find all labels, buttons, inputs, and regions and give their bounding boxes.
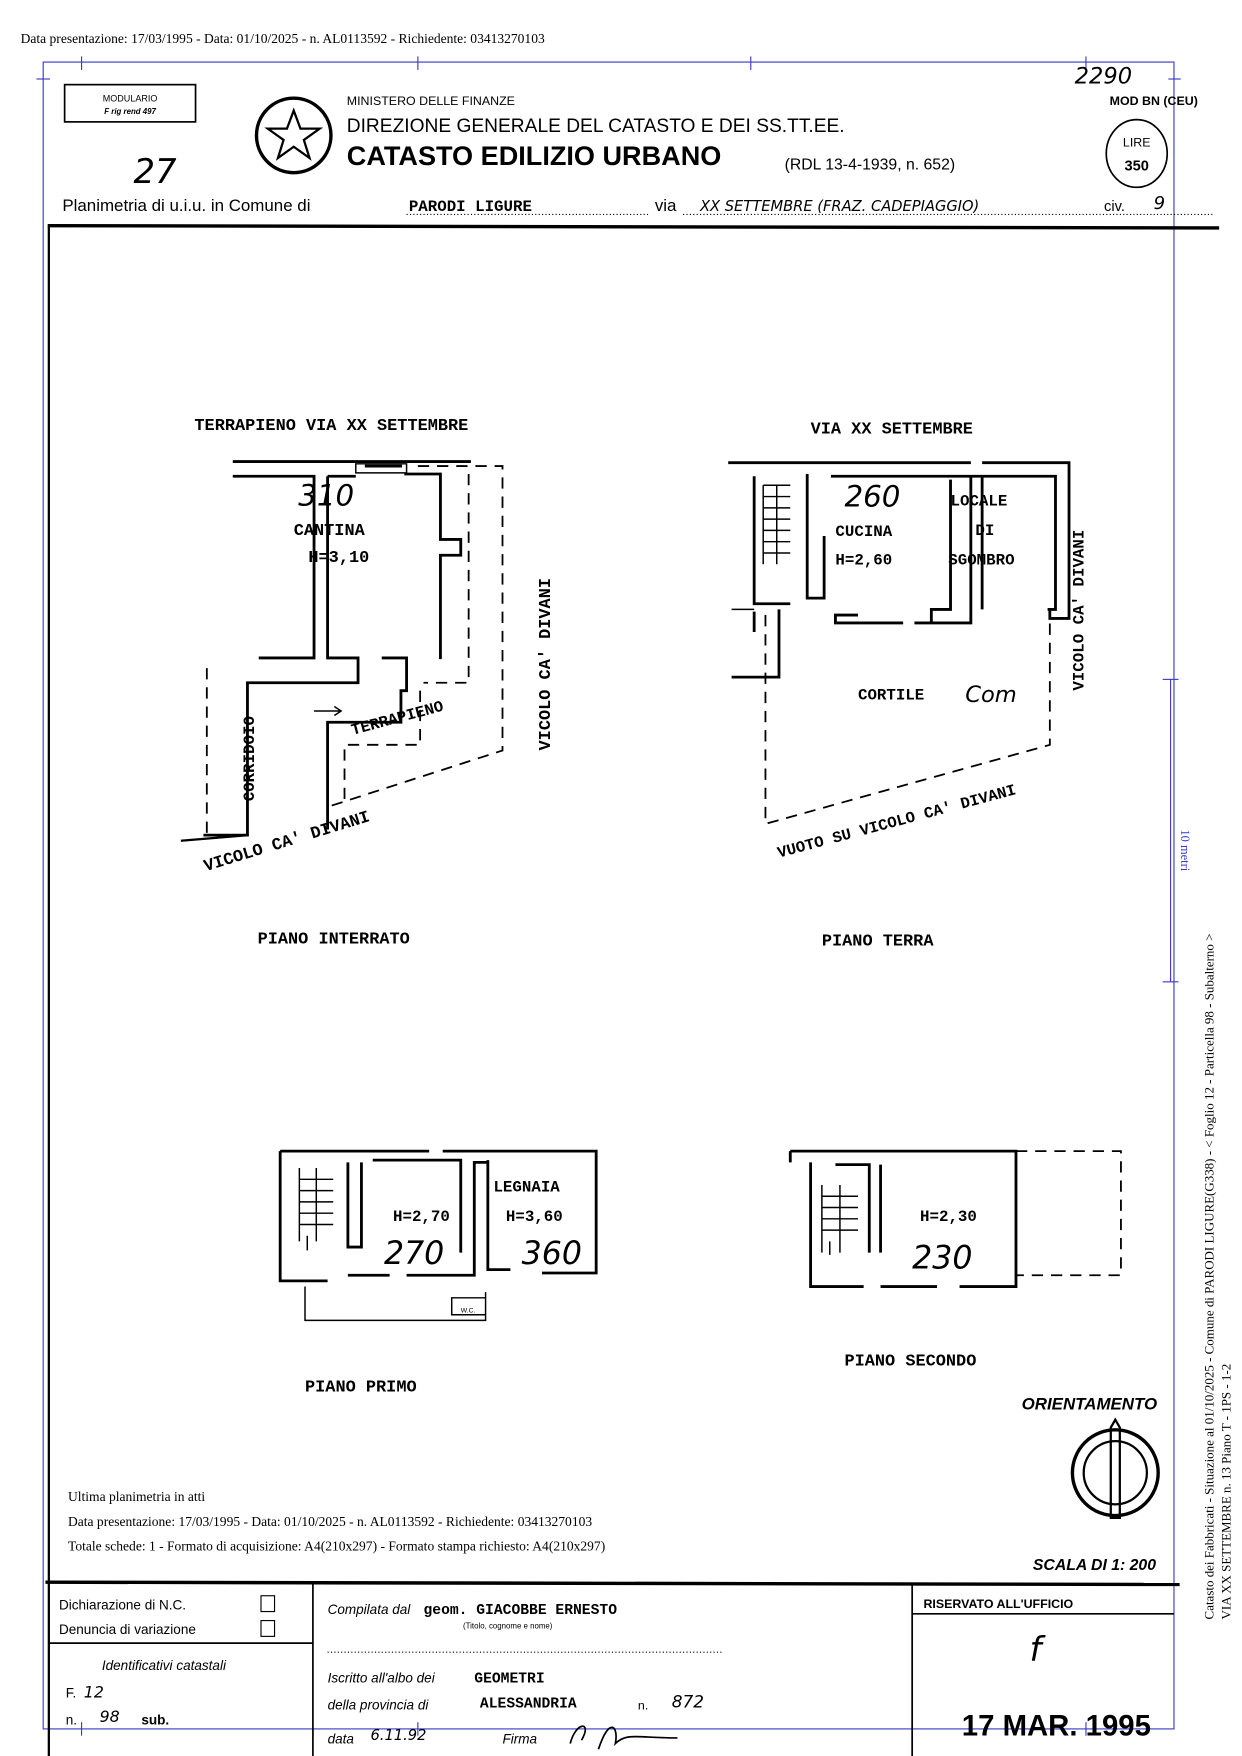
room-name: LEGNAIA bbox=[493, 1179, 560, 1197]
corridoio-label: CORRIDOIO bbox=[241, 716, 259, 801]
signature bbox=[569, 1725, 678, 1750]
foglio-label: F. bbox=[66, 1685, 77, 1700]
provincia-label: della provincia di bbox=[328, 1698, 430, 1713]
street-bottom-label: VICOLO CA' DIVANI bbox=[202, 808, 373, 877]
room-area-hand: 230 bbox=[912, 1240, 972, 1276]
plan-title: PIANO INTERRATO bbox=[258, 930, 410, 949]
street-right-label: VICOLO CA' DIVANI bbox=[537, 578, 556, 750]
handwritten-number: 27 bbox=[133, 152, 177, 191]
plan-piano-interrato: TERRAPIENO VIA XX SETTEMBRE 310 CANTINA … bbox=[180, 417, 556, 949]
data-value: 6.11.92 bbox=[370, 1727, 426, 1744]
direction: DIREZIONE GENERALE DEL CATASTO E DEI SS.… bbox=[347, 116, 845, 137]
plan-title: PIANO PRIMO bbox=[305, 1378, 417, 1397]
compiler-hint: (Titolo, cognome e nome) bbox=[463, 1621, 553, 1630]
north-compass-icon bbox=[1070, 1417, 1160, 1520]
iscritto-label: Iscritto all'albo dei bbox=[328, 1671, 436, 1686]
street-right-label: VICOLO CA' DIVANI bbox=[1071, 530, 1089, 691]
room-height: H=2,60 bbox=[835, 551, 892, 569]
terrapieno-label: TERRAPIENO bbox=[349, 698, 445, 740]
presentation-header: Data presentazione: 17/03/1995 - Data: 0… bbox=[21, 31, 545, 46]
identificativi-label: Identificativi catastali bbox=[102, 1658, 227, 1673]
plan-title: PIANO SECONDO bbox=[844, 1353, 976, 1372]
room-name: CANTINA bbox=[294, 522, 366, 541]
office-mark: f bbox=[1030, 1630, 1047, 1669]
wc-label: W.C. bbox=[461, 1307, 476, 1314]
room-name: CUCINA bbox=[835, 523, 892, 541]
footer-table bbox=[45, 1580, 1180, 1756]
via-value: XX SETTEMBRE (FRAZ. CADEPIAGGIO) bbox=[699, 198, 979, 215]
footer-presentation-line: Data presentazione: 17/03/1995 - Data: 0… bbox=[68, 1514, 592, 1529]
civ-value: 9 bbox=[1154, 193, 1165, 214]
handwritten-top: 2290 bbox=[1075, 64, 1132, 90]
room-height: H=2,70 bbox=[393, 1208, 450, 1226]
model-code: MOD BN (CEU) bbox=[1110, 94, 1198, 108]
law-reference: (RDL 13-4-1939, n. 652) bbox=[785, 156, 955, 173]
header-divider bbox=[47, 224, 1220, 230]
plan-title: PIANO TERRA bbox=[822, 933, 934, 952]
num-value: 98 bbox=[100, 1707, 120, 1726]
republic-emblem-icon bbox=[254, 96, 333, 175]
svg-text:via: via bbox=[655, 196, 677, 215]
plan-piano-terra: VIA XX SETTEMBRE 260 CUCINA H=2,60 LOCAL… bbox=[728, 420, 1089, 952]
last-plan-note: Ultima planimetria in atti bbox=[68, 1489, 205, 1504]
room-height: H=2,30 bbox=[920, 1208, 977, 1226]
scale-bar-label: 10 metri bbox=[1178, 829, 1192, 871]
modulario-label: MODULARIO bbox=[103, 94, 158, 104]
svg-text:350: 350 bbox=[1125, 158, 1149, 174]
side-cadastral-info: Catasto dei Fabbricati - Situazione al 0… bbox=[1201, 934, 1216, 1620]
modulario-code: F rig rend 497 bbox=[104, 107, 156, 116]
riservato-label: RISERVATO ALL'UFFICIO bbox=[923, 1597, 1073, 1611]
firma-label: Firma bbox=[503, 1732, 538, 1747]
data-label: data bbox=[328, 1732, 355, 1747]
street-label: TERRAPIENO VIA XX SETTEMBRE bbox=[194, 417, 468, 436]
compiler-name: geom. GIACOBBE ERNESTO bbox=[424, 1603, 618, 1619]
nc-checkbox[interactable] bbox=[260, 1595, 276, 1613]
planimetria-line: Planimetria di u.i.u. in Comune di PAROD… bbox=[62, 193, 1214, 216]
plan-piano-secondo: H=2,30 230 PIANO SECONDO bbox=[788, 1149, 1122, 1372]
modulario-box bbox=[63, 83, 197, 123]
albo-n-label: n. bbox=[638, 1699, 648, 1713]
document-title: CATASTO EDILIZIO URBANO bbox=[347, 140, 722, 171]
room-area-hand: 260 bbox=[844, 480, 900, 514]
plan-piano-primo: H=2,70 270 LEGNAIA H=3,60 360 W.C. PIANO… bbox=[278, 1149, 598, 1397]
room-area-hand: 270 bbox=[384, 1236, 444, 1272]
provincia-value: ALESSANDRIA bbox=[480, 1696, 577, 1712]
variazione-label: Denuncia di variazione bbox=[59, 1622, 196, 1637]
room-name: LOCALE bbox=[951, 493, 1008, 511]
compilata-label: Compilata dal bbox=[328, 1602, 412, 1617]
room-name: SGOMBRO bbox=[948, 551, 1014, 569]
svg-text:civ.: civ. bbox=[1104, 199, 1125, 215]
room-area-hand: 310 bbox=[298, 479, 354, 513]
lire-stamp: LIRE 350 bbox=[1105, 118, 1169, 189]
ministry: MINISTERO DELLE FINANZE bbox=[347, 94, 515, 108]
cortile-hand: Com bbox=[965, 682, 1017, 708]
nc-label: Dichiarazione di N.C. bbox=[59, 1597, 186, 1612]
foglio-value: 12 bbox=[84, 1682, 104, 1701]
room-height: H=3,60 bbox=[506, 1208, 563, 1226]
svg-text:Planimetria di u.i.u. in Comun: Planimetria di u.i.u. in Comune di bbox=[62, 196, 310, 215]
svg-text:LIRE: LIRE bbox=[1123, 136, 1151, 150]
footer-format-line: Totale schede: 1 - Formato di acquisizio… bbox=[68, 1539, 605, 1555]
side-address-info: VIA XX SETTEMBRE n. 13 Piano T - 1PS - 1… bbox=[1218, 1364, 1233, 1620]
received-date-stamp: 17 MAR. 1995 bbox=[962, 1710, 1151, 1743]
room-name: DI bbox=[975, 522, 994, 540]
street-bottom-label: VUOTO SU VICOLO CA' DIVANI bbox=[776, 781, 1019, 862]
num-label: n. bbox=[66, 1712, 77, 1727]
comune-value: PARODI LIGURE bbox=[409, 198, 532, 216]
albo-value: GEOMETRI bbox=[474, 1672, 544, 1688]
cortile-label: CORTILE bbox=[858, 687, 924, 705]
street-label: VIA XX SETTEMBRE bbox=[811, 420, 973, 439]
orientation-label: ORIENTAMENTO bbox=[1022, 1395, 1158, 1414]
sub-label: sub. bbox=[141, 1712, 169, 1727]
scale-label: SCALA DI 1: 200 bbox=[1033, 1557, 1156, 1574]
room-area-hand: 360 bbox=[522, 1236, 582, 1272]
albo-n-value: 872 bbox=[672, 1691, 704, 1711]
room-height: H=3,10 bbox=[308, 549, 369, 568]
variazione-checkbox[interactable] bbox=[260, 1620, 276, 1637]
blue-frame bbox=[36, 56, 1181, 1736]
